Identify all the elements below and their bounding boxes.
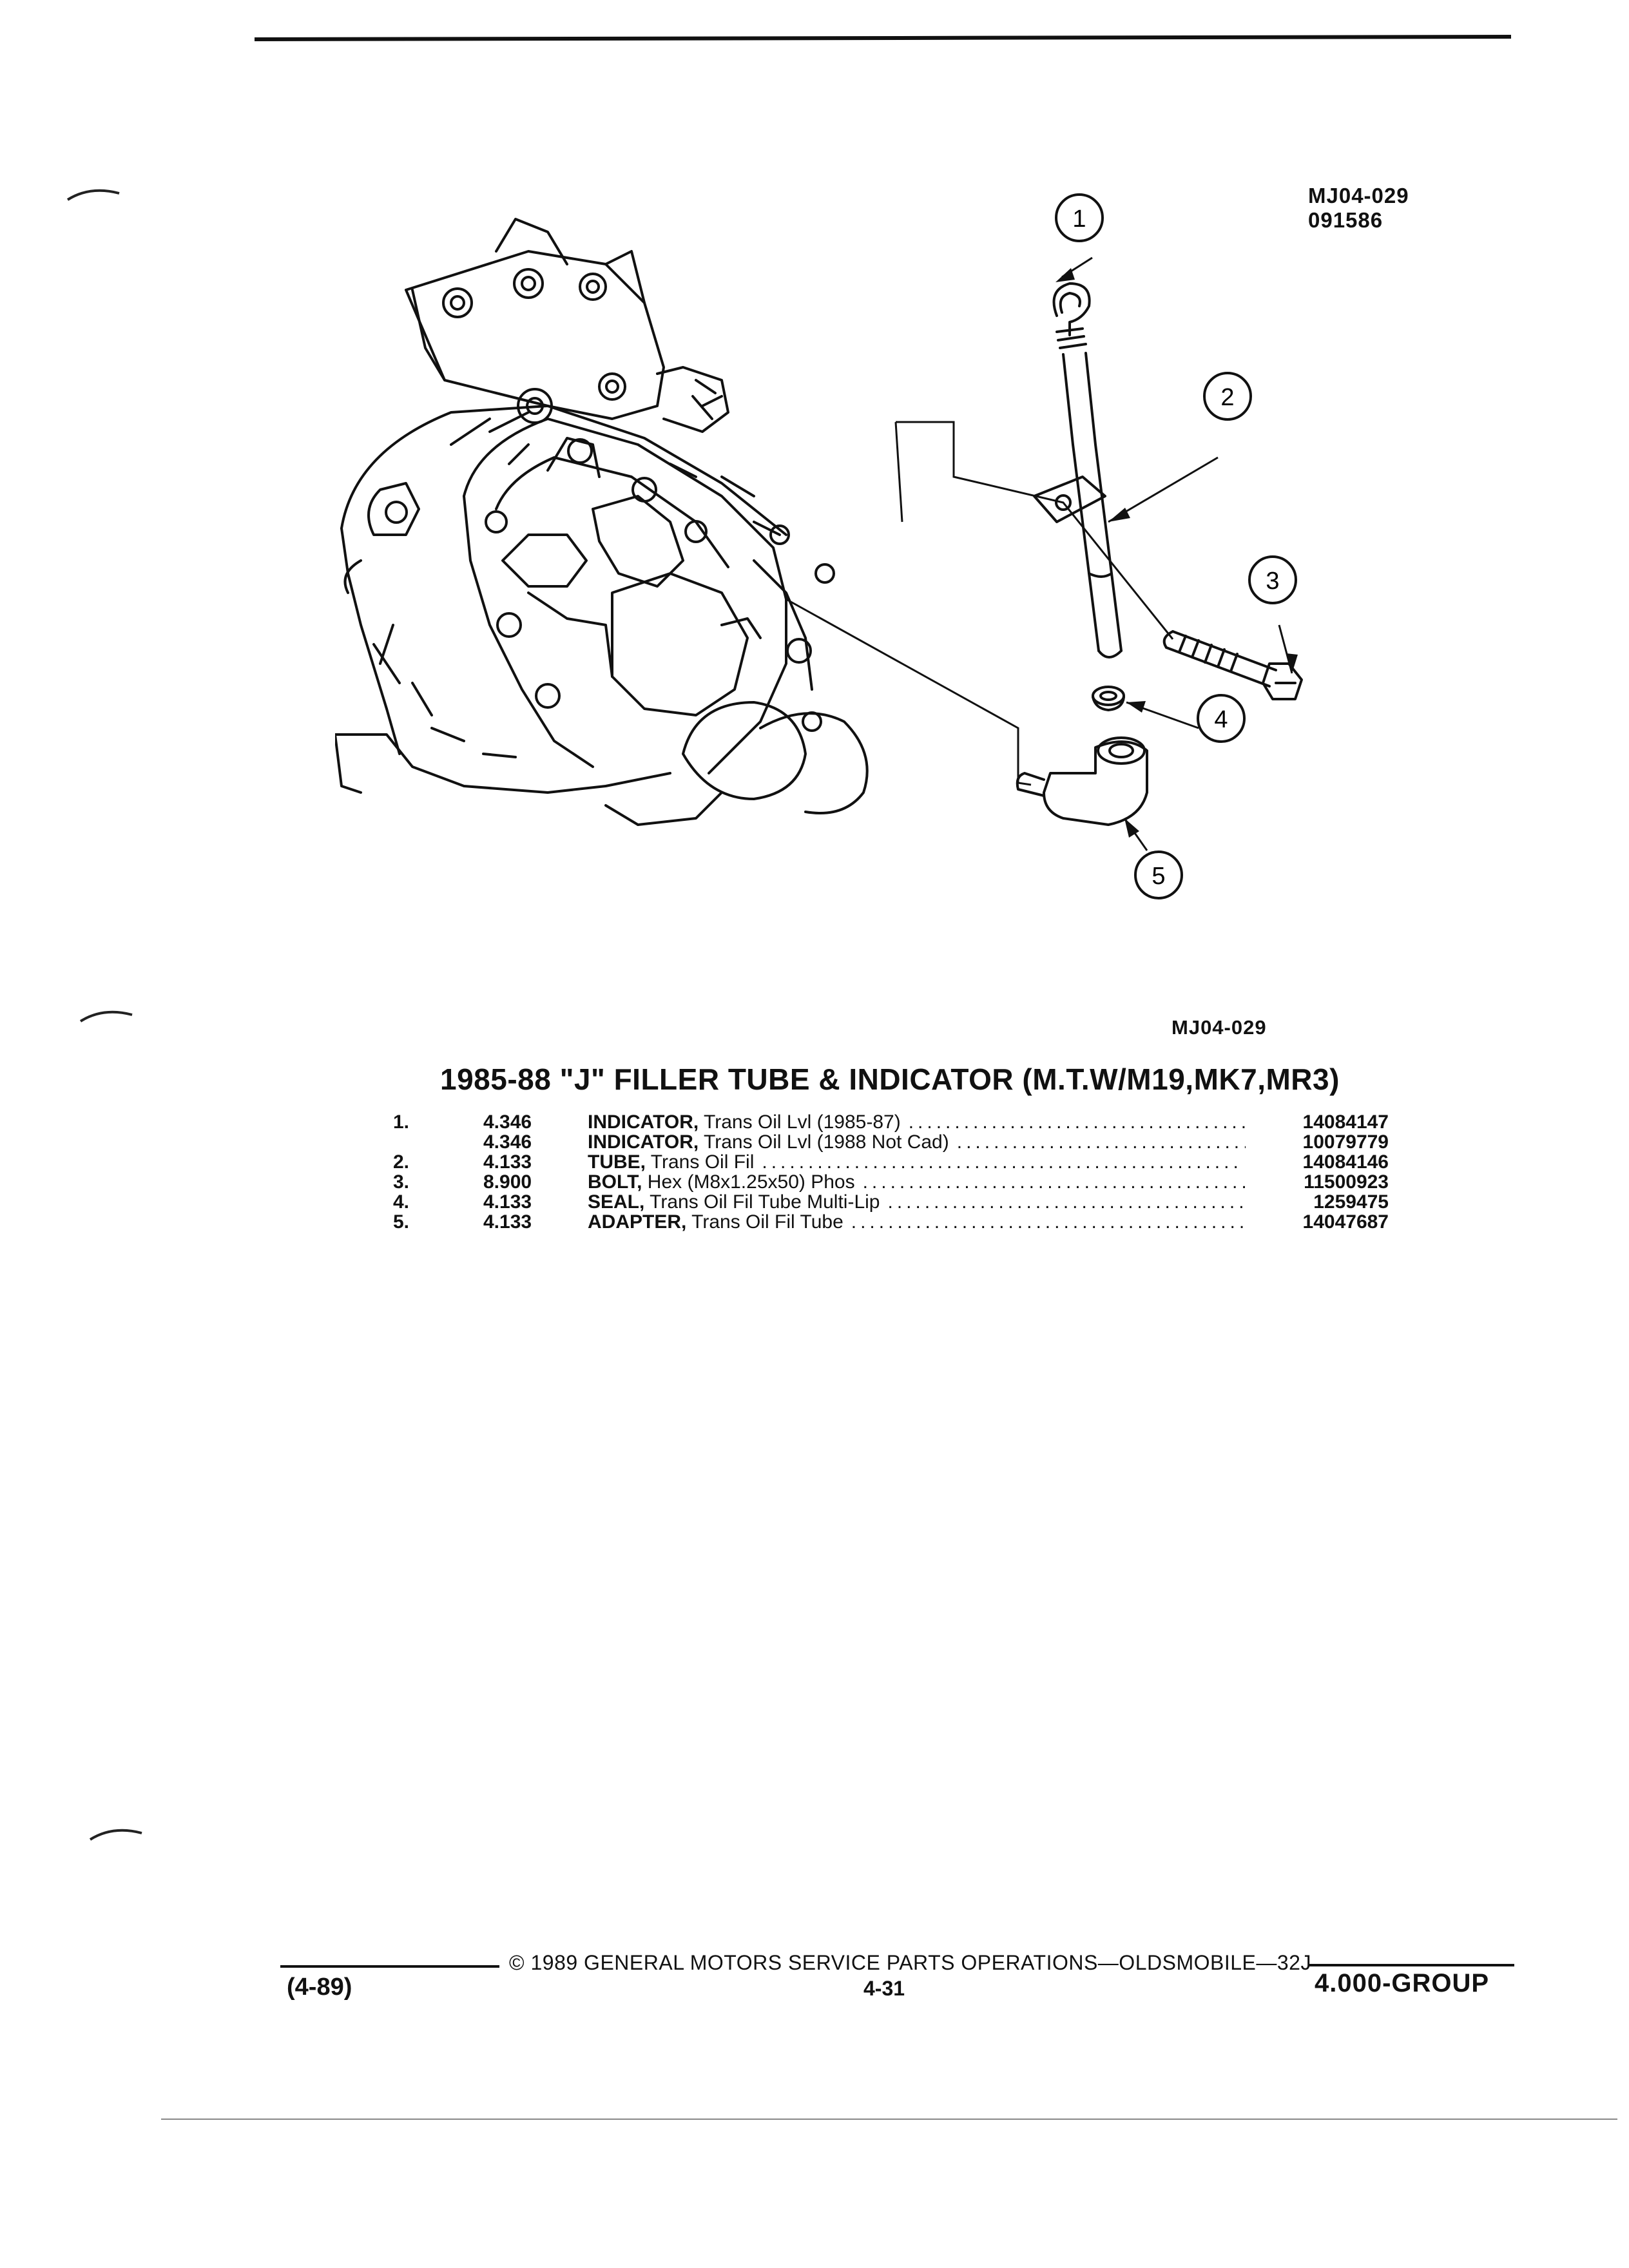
part-description: ADAPTER, Trans Oil Fil Tube.............… bbox=[588, 1212, 1253, 1232]
callout-2-circle bbox=[1203, 372, 1252, 421]
part-detail: Trans Oil Fil Tube Multi-Lip bbox=[644, 1192, 880, 1212]
tube-right-edge bbox=[1084, 352, 1123, 652]
part-name: BOLT, bbox=[588, 1172, 642, 1192]
group-number: 4.346 bbox=[483, 1111, 532, 1133]
leader-dots: ........................................… bbox=[908, 1112, 1246, 1132]
seal bbox=[1092, 686, 1125, 706]
group-number: 4.346 bbox=[483, 1131, 532, 1153]
indicator-handle bbox=[1052, 282, 1091, 336]
callout-2: 2 bbox=[1220, 384, 1234, 411]
group-number: 8.900 bbox=[483, 1171, 532, 1193]
tube-bracket bbox=[1033, 476, 1106, 523]
callout-4-circle bbox=[1197, 694, 1246, 743]
part-number: 14084146 bbox=[1302, 1151, 1389, 1173]
item-number: 1. bbox=[393, 1111, 410, 1133]
margin-mark bbox=[66, 189, 120, 201]
installation-lines bbox=[786, 256, 1293, 851]
part-number: 14084147 bbox=[1302, 1111, 1389, 1133]
part-row: 2. 4.133 TUBE, Trans Oil Fil............… bbox=[393, 1152, 1389, 1172]
margin-mark bbox=[89, 1829, 142, 1841]
part-number: 10079779 bbox=[1302, 1131, 1389, 1153]
part-detail: Hex (M8x1.25x50) Phos bbox=[642, 1172, 855, 1192]
top-rule bbox=[254, 34, 1512, 42]
filler-tube-assembly bbox=[1016, 282, 1303, 826]
adapter bbox=[1043, 740, 1148, 826]
part-row: 3. 8.900 BOLT, Hex (M8x1.25x50) Phos....… bbox=[393, 1172, 1389, 1192]
item-number: 5. bbox=[393, 1211, 410, 1233]
callout-5: 5 bbox=[1152, 863, 1165, 890]
callouts: 1 2 3 4 5 bbox=[1055, 193, 1297, 899]
callout-4: 4 bbox=[1214, 706, 1228, 733]
part-description: INDICATOR, Trans Oil Lvl (1988 Not Cad).… bbox=[588, 1132, 1253, 1152]
part-number: 14047687 bbox=[1302, 1211, 1389, 1233]
figure-code: MJ04-029 bbox=[1308, 184, 1409, 207]
item-number: 2. bbox=[393, 1151, 410, 1173]
group-label: 4.000-GROUP bbox=[1315, 1969, 1490, 1997]
transmission-housing bbox=[335, 218, 869, 826]
parts-list: 1. 4.346 INDICATOR, Trans Oil Lvl (1985-… bbox=[393, 1112, 1389, 1232]
part-name: INDICATOR, bbox=[588, 1112, 699, 1132]
part-description: TUBE, Trans Oil Fil.....................… bbox=[588, 1152, 1253, 1172]
part-row: 4.346 INDICATOR, Trans Oil Lvl (1988 Not… bbox=[393, 1132, 1389, 1152]
part-row: 1. 4.346 INDICATOR, Trans Oil Lvl (1985-… bbox=[393, 1112, 1389, 1132]
scan-edge-line bbox=[161, 2119, 1617, 2120]
callout-1: 1 bbox=[1072, 206, 1086, 233]
group-number: 4.133 bbox=[483, 1191, 532, 1213]
part-name: TUBE, bbox=[588, 1152, 646, 1172]
figure-date: 091586 bbox=[1308, 208, 1383, 232]
part-row: 4. 4.133 SEAL, Trans Oil Fil Tube Multi-… bbox=[393, 1192, 1389, 1212]
part-number: 11500923 bbox=[1304, 1171, 1389, 1193]
group-number: 4.133 bbox=[483, 1151, 532, 1173]
part-detail: Trans Oil Lvl (1988 Not Cad) bbox=[699, 1132, 949, 1152]
group-number: 4.133 bbox=[483, 1211, 532, 1233]
copyright-line: © 1989 GENERAL MOTORS SERVICE PARTS OPER… bbox=[509, 1951, 1311, 1974]
callout-1-circle bbox=[1055, 193, 1104, 242]
callout-3: 3 bbox=[1266, 568, 1279, 595]
diagram-caption-code: MJ04-029 bbox=[1171, 1016, 1267, 1039]
transmission-exploded-diagram: 1 2 3 4 5 bbox=[335, 193, 1303, 899]
indicator-handle-inner bbox=[1059, 292, 1081, 314]
leader-dots: ........................................… bbox=[887, 1192, 1246, 1212]
leader-dots: ........................................… bbox=[862, 1172, 1246, 1192]
part-name: ADAPTER, bbox=[588, 1212, 687, 1232]
part-row: 5. 4.133 ADAPTER, Trans Oil Fil Tube....… bbox=[393, 1212, 1389, 1232]
margin-mark bbox=[79, 1010, 133, 1023]
leader-dots: ........................................… bbox=[762, 1152, 1242, 1172]
leader-dots: ........................................… bbox=[851, 1212, 1246, 1232]
item-number: 4. bbox=[393, 1191, 410, 1213]
revision-date: (4-89) bbox=[287, 1974, 352, 2001]
part-number: 1259475 bbox=[1313, 1191, 1389, 1213]
footer-rule-left bbox=[280, 1965, 499, 1968]
part-detail: Trans Oil Fil bbox=[646, 1152, 755, 1172]
figure-code-block: MJ04-029 091586 bbox=[1308, 184, 1409, 233]
leader-dots: ........................................… bbox=[956, 1132, 1246, 1152]
part-description: BOLT, Hex (M8x1.25x50) Phos.............… bbox=[588, 1172, 1253, 1192]
section-title: 1985-88 "J" FILLER TUBE & INDICATOR (M.T… bbox=[440, 1062, 1340, 1096]
part-description: INDICATOR, Trans Oil Lvl (1985-87)......… bbox=[588, 1112, 1253, 1132]
item-number: 3. bbox=[393, 1171, 410, 1193]
part-detail: Trans Oil Lvl (1985-87) bbox=[699, 1112, 901, 1132]
part-name: SEAL, bbox=[588, 1192, 645, 1212]
leader-arrows bbox=[1055, 268, 1298, 838]
page-number: 4-31 bbox=[863, 1977, 905, 2000]
callout-3-circle bbox=[1248, 555, 1297, 604]
callout-5-circle bbox=[1134, 850, 1183, 899]
part-detail: Trans Oil Fil Tube bbox=[686, 1212, 843, 1232]
part-description: SEAL, Trans Oil Fil Tube Multi-Lip......… bbox=[588, 1192, 1253, 1212]
part-name: INDICATOR, bbox=[588, 1132, 699, 1152]
footer-rule-right bbox=[1308, 1964, 1514, 1966]
